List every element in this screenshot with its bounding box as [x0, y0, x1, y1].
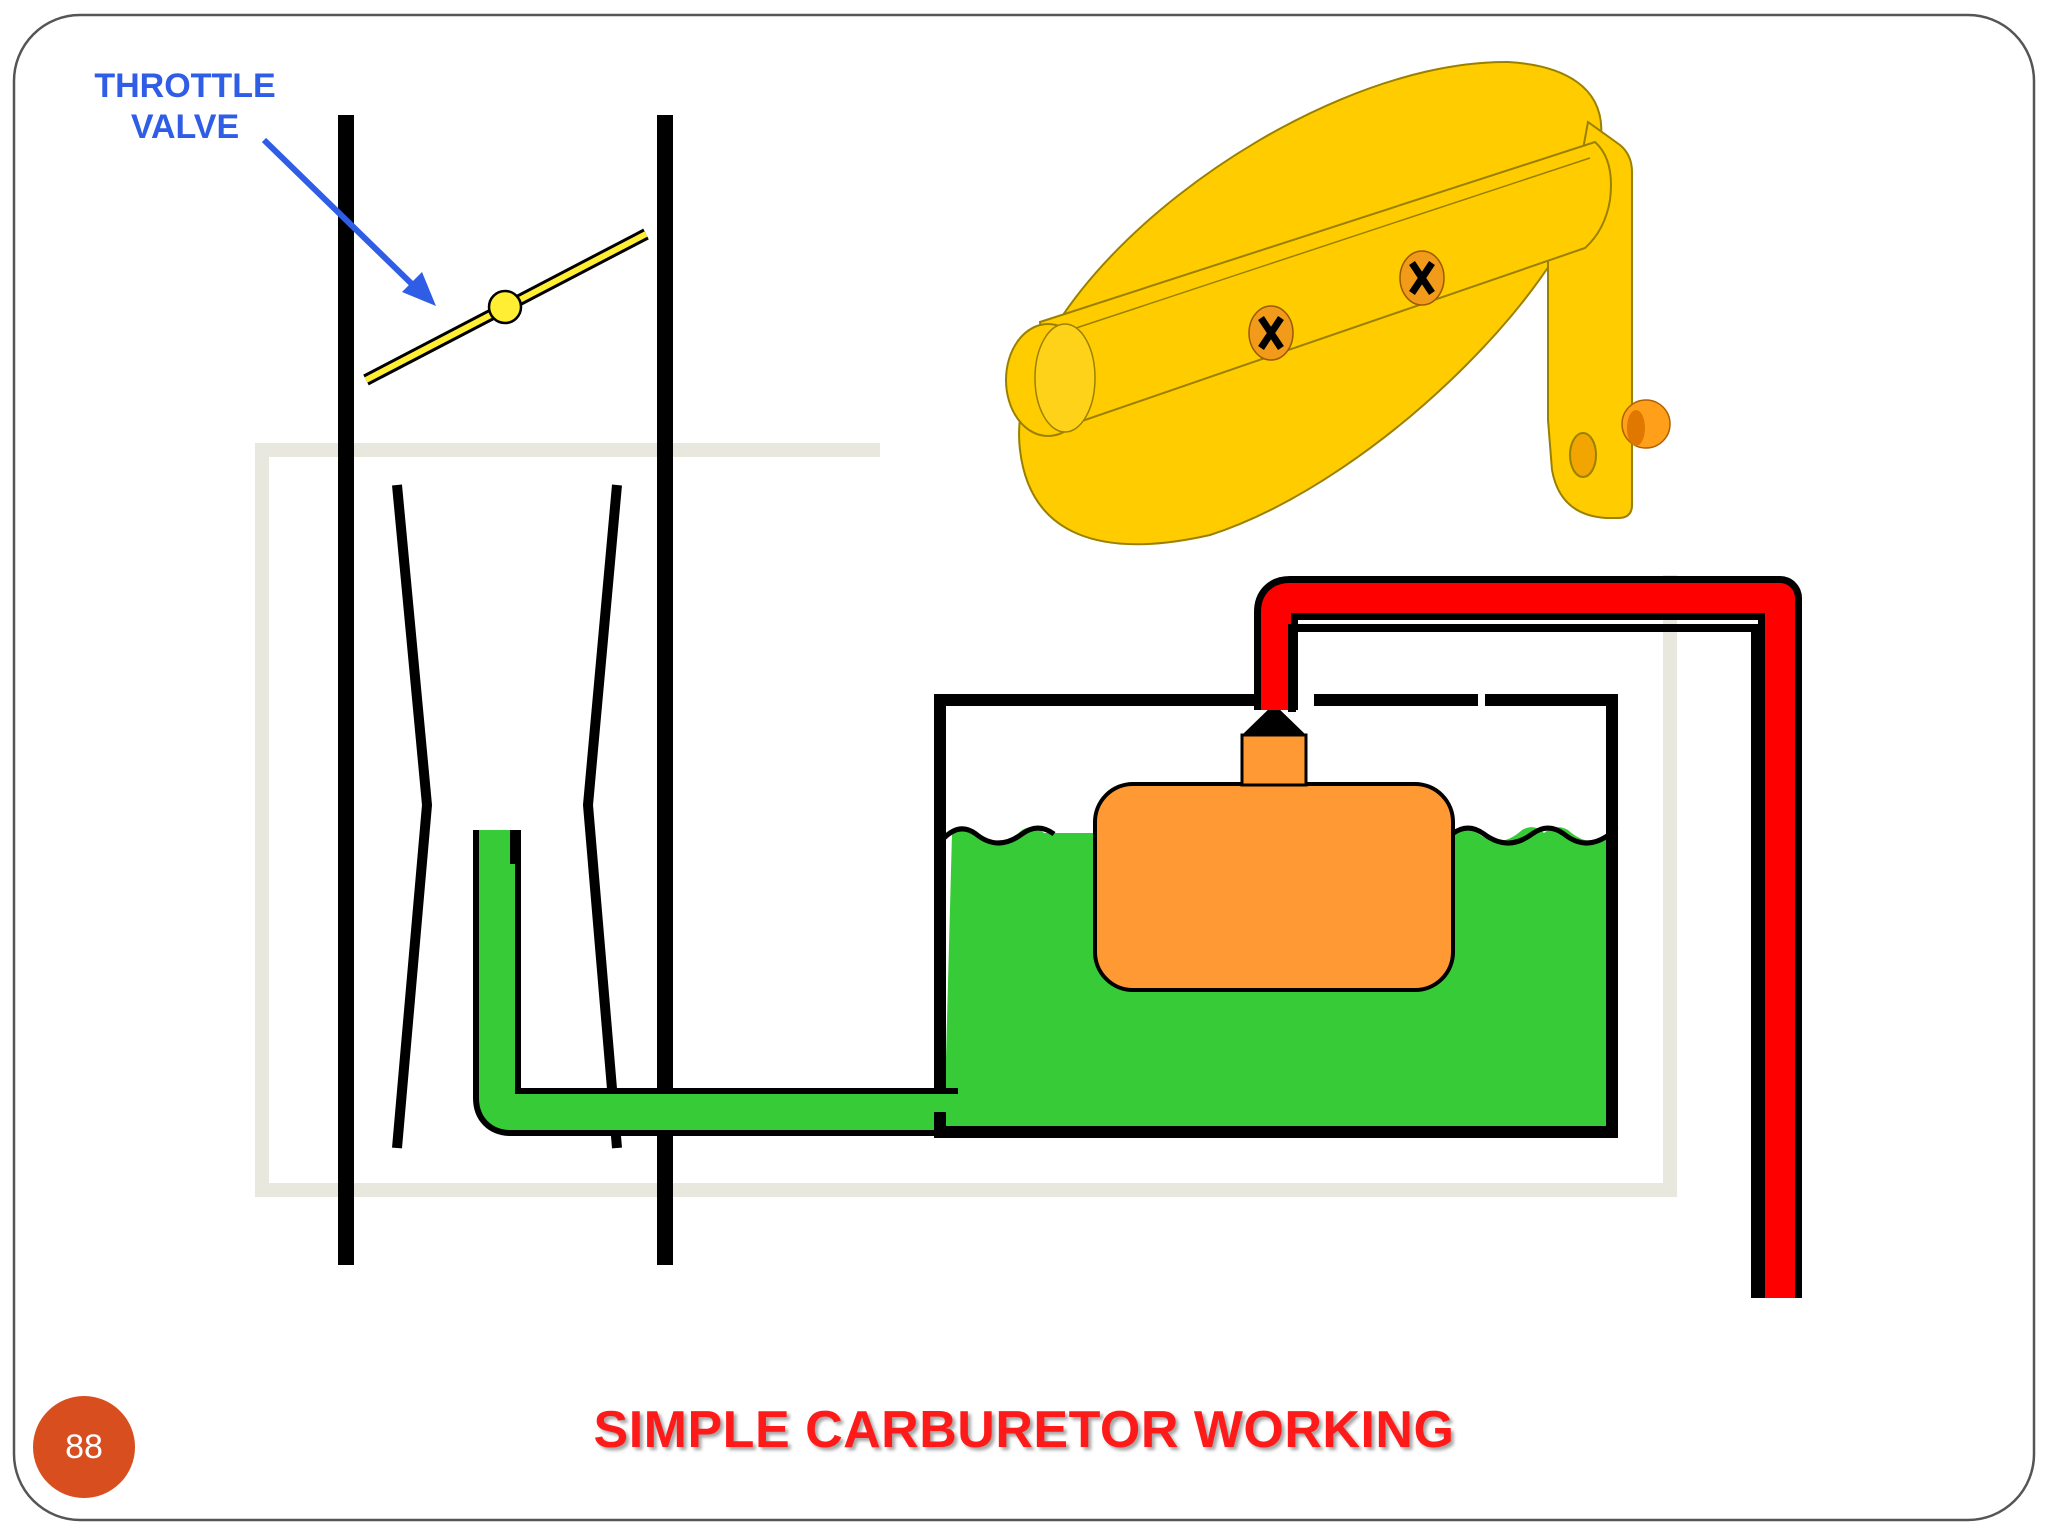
slide-border [12, 13, 2036, 1522]
choke-shaft [1038, 140, 1612, 434]
slide-title: SIMPLE CARBURETOR WORKING [593, 1401, 1455, 1459]
throttle-pivot [487, 289, 523, 325]
choke-valve [1005, 60, 1671, 546]
throttle-label-line2: VALVE [130, 108, 240, 146]
throttle-valve-label: THROTTLE VALVE [60, 66, 310, 148]
throttle-valve [363, 228, 649, 386]
float [1093, 782, 1455, 992]
page-number-badge: 88 [33, 1396, 135, 1498]
background-frame [255, 443, 1677, 1197]
fuel-supply-line [1254, 576, 1802, 1298]
barrel-walls [338, 115, 673, 1265]
fuel-discharge-tube [473, 830, 958, 1136]
throttle-label-line1: THROTTLE [94, 67, 276, 105]
cross-screw-icon [1248, 305, 1294, 361]
float-stem [1240, 733, 1308, 787]
cross-screw-icon [1399, 250, 1445, 306]
float-chamber-outline [934, 694, 1618, 1138]
arrow-icon [261, 137, 436, 306]
venturi [392, 484, 622, 1149]
venturi-left [392, 484, 433, 1149]
needle-valve [1242, 704, 1306, 735]
venturi-right [582, 484, 622, 1149]
page-number: 88 [65, 1427, 103, 1466]
